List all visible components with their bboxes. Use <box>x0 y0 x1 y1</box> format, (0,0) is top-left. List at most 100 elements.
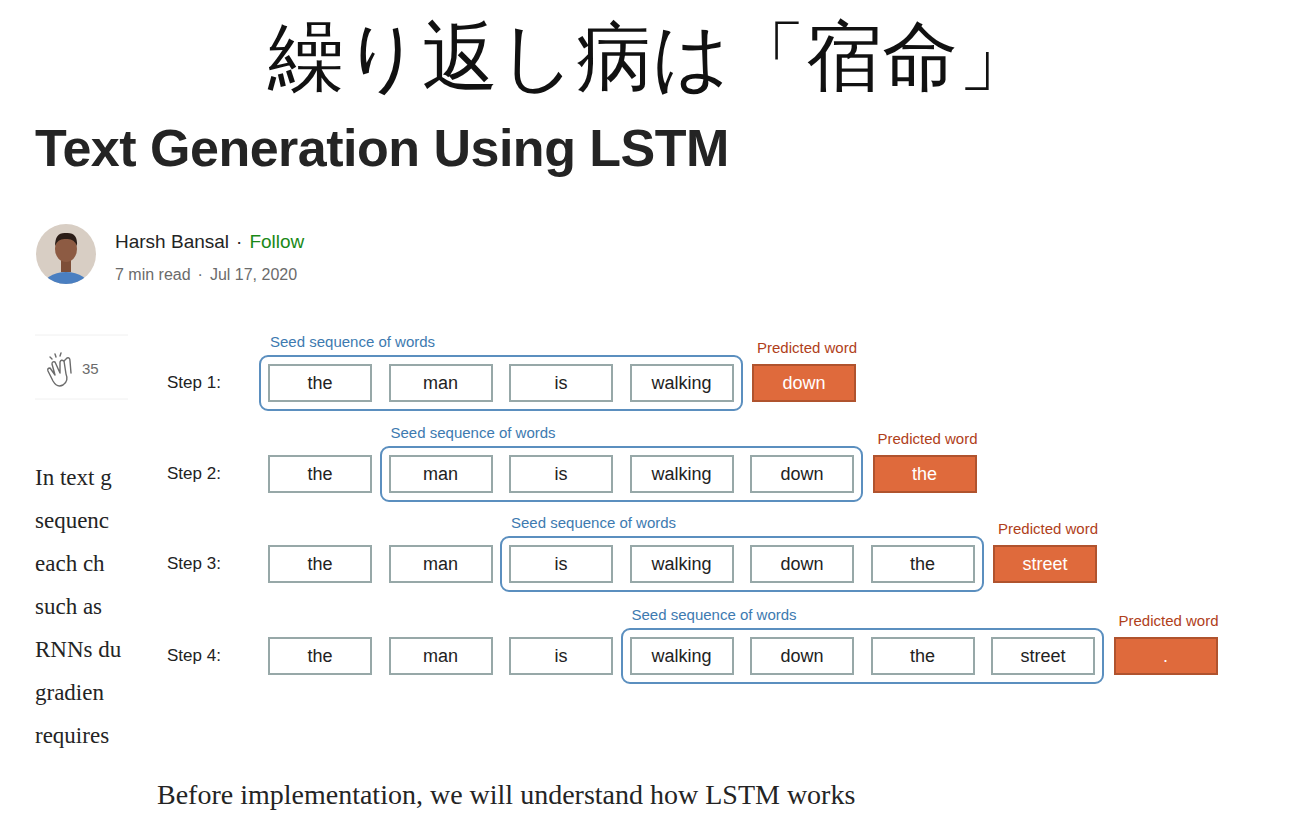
predicted-label: Predicted word <box>878 430 978 447</box>
word-box: is <box>509 455 613 493</box>
word-text: walking <box>651 553 711 575</box>
divider-line <box>35 335 128 336</box>
label-holder: 35 <box>82 359 99 379</box>
seed-label: Seed sequence of words <box>632 606 797 623</box>
word-text: street <box>1020 645 1065 667</box>
word-box: walking <box>630 364 734 402</box>
label-holder: RNNs du <box>35 636 121 664</box>
word-box: the <box>268 637 372 675</box>
word-text: is <box>555 645 568 667</box>
body-text-line: requires <box>35 722 109 750</box>
word-text: walking <box>651 463 711 485</box>
predicted-word-box: Predicted word. <box>1114 637 1218 675</box>
label-holder: Step 2: <box>167 463 221 485</box>
predicted-word: . <box>1163 645 1168 667</box>
title-holder: 繰り返し病は「宿命」 <box>0 14 1301 100</box>
body-text-line: gradien <box>35 679 104 707</box>
author-avatar <box>36 224 96 304</box>
word-box: the <box>871 637 975 675</box>
seed-sequence-box: Seed sequence of wordsthemaniswalking <box>259 355 743 411</box>
predicted-label: Predicted word <box>1119 612 1219 629</box>
label-holder: Step 4: <box>167 645 221 667</box>
word-text: the <box>307 645 332 667</box>
predicted-word-box: Predicted wordthe <box>873 455 977 493</box>
label-holder: 7 min read · Jul 17, 2020 <box>115 264 297 286</box>
body-text-line: In text g <box>35 464 112 492</box>
label-holder: Step 3: <box>167 553 221 575</box>
predicted-label: Predicted word <box>757 339 857 356</box>
label-holder: Harsh Bansal·Follow <box>115 230 304 254</box>
word-text: the <box>910 553 935 575</box>
word-box: man <box>389 455 493 493</box>
word-text: walking <box>651 645 711 667</box>
avatar-hair <box>55 233 77 246</box>
word-box: the <box>268 545 372 583</box>
separator-dot: · <box>198 264 203 286</box>
label-holder: each ch <box>35 550 105 578</box>
seed-label: Seed sequence of words <box>391 424 556 441</box>
word-text: down <box>780 553 823 575</box>
body-text-line: sequenc <box>35 507 109 535</box>
word-text: is <box>555 463 568 485</box>
word-box: is <box>509 364 613 402</box>
page-title: 繰り返し病は「宿命」 <box>268 12 1034 101</box>
word-box: walking <box>630 637 734 675</box>
word-box: down <box>750 545 854 583</box>
label-holder: In text g <box>35 464 112 492</box>
word-text: down <box>780 645 823 667</box>
label-holder: gradien <box>35 679 104 707</box>
avatar-shirt <box>42 272 90 304</box>
seed-sequence-box: Seed sequence of wordswalkingdownthestre… <box>621 628 1105 684</box>
separator-dot: · <box>236 230 242 254</box>
word-box: walking <box>630 545 734 583</box>
node-heading-holder: Seed sequence of words <box>511 514 676 532</box>
article-title: Text Generation Using LSTM <box>35 118 729 178</box>
step-label: Step 2: <box>167 463 221 485</box>
word-box: is <box>509 545 613 583</box>
word-text: man <box>423 372 458 394</box>
body-text-line: RNNs du <box>35 636 121 664</box>
seed-label: Seed sequence of words <box>270 333 435 350</box>
label-holder: Step 1: <box>167 372 221 394</box>
read-time: 7 min read <box>115 264 191 286</box>
word-text: man <box>423 463 458 485</box>
predicted-label: Predicted word <box>998 520 1098 537</box>
word-text: walking <box>651 372 711 394</box>
word-box: is <box>509 637 613 675</box>
node-heading-holder: Predicted word <box>878 430 978 448</box>
clap-icon <box>48 353 71 386</box>
predicted-word: street <box>1022 553 1067 575</box>
word-text: man <box>423 645 458 667</box>
word-box: the <box>871 545 975 583</box>
word-box: walking <box>630 455 734 493</box>
word-box: the <box>268 364 372 402</box>
word-text: the <box>307 463 332 485</box>
seed-sequence-box: Seed sequence of wordsiswalkingdownthe <box>500 536 984 592</box>
label-holder: Text Generation Using LSTM <box>35 118 729 178</box>
word-box: man <box>389 545 493 583</box>
body-paragraph: Before implementation, we will understan… <box>157 778 855 812</box>
word-box: down <box>750 455 854 493</box>
node-heading-holder: Seed sequence of words <box>391 424 556 442</box>
seed-label: Seed sequence of words <box>511 514 676 531</box>
body-text-line: each ch <box>35 550 105 578</box>
clap-count: 35 <box>82 359 99 379</box>
node-heading-holder: Seed sequence of words <box>270 333 435 351</box>
predicted-word: the <box>912 463 937 485</box>
word-box: man <box>389 637 493 675</box>
step-label: Step 3: <box>167 553 221 575</box>
step-label: Step 4: <box>167 645 221 667</box>
step-label: Step 1: <box>167 372 221 394</box>
predicted-word-box: Predicted wordstreet <box>993 545 1097 583</box>
label-holder: Before implementation, we will understan… <box>157 778 855 812</box>
author-name: Harsh Bansal <box>115 230 229 254</box>
seed-sequence-box: Seed sequence of wordsmaniswalkingdown <box>380 446 864 502</box>
node-heading-holder: Predicted word <box>757 339 857 357</box>
node-heading-holder: Predicted word <box>1119 612 1219 630</box>
word-box: down <box>750 637 854 675</box>
predicted-word: down <box>782 372 825 394</box>
word-box: man <box>389 364 493 402</box>
body-text-line: such as <box>35 593 102 621</box>
publish-date: Jul 17, 2020 <box>210 264 297 286</box>
